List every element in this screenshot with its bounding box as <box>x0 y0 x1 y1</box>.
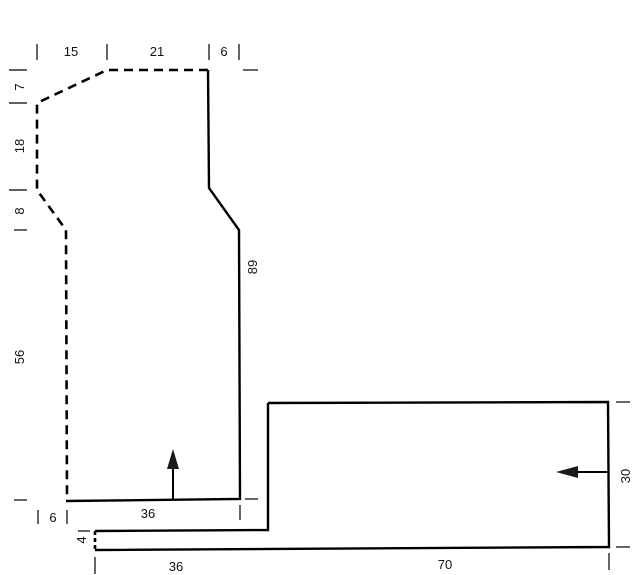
dim-right-length: 89 <box>245 260 260 274</box>
dim-bottom-offset: 6 <box>49 510 56 525</box>
dim-left-upper: 7 <box>12 83 27 90</box>
dim-body-right-height: 30 <box>618 469 633 483</box>
dim-body-bottom-left: 36 <box>169 559 183 574</box>
body-left-edge <box>94 403 270 533</box>
dim-top-left: 15 <box>64 44 78 59</box>
body-dimension-ticks <box>78 401 630 574</box>
sleeve-dashed-edge <box>35 68 208 501</box>
dim-left-lower: 8 <box>12 207 27 214</box>
body-solid-edge <box>94 400 611 552</box>
dim-body-bottom-right: 70 <box>438 557 452 572</box>
grain-arrow-left <box>556 466 608 478</box>
sleeve-bottom-ticks <box>37 498 258 524</box>
dim-bottom-width: 36 <box>141 506 155 521</box>
top-dimension-ticks <box>36 44 258 71</box>
dim-body-left-height: 4 <box>74 536 89 543</box>
grain-arrow-up <box>167 449 179 499</box>
dim-left-length: 56 <box>12 350 27 364</box>
left-dimension-ticks <box>9 69 27 501</box>
dim-left-armhole: 18 <box>12 139 27 153</box>
sleeve-solid-edge <box>65 69 242 503</box>
dim-top-middle: 21 <box>150 44 164 59</box>
dim-top-right: 6 <box>220 44 227 59</box>
